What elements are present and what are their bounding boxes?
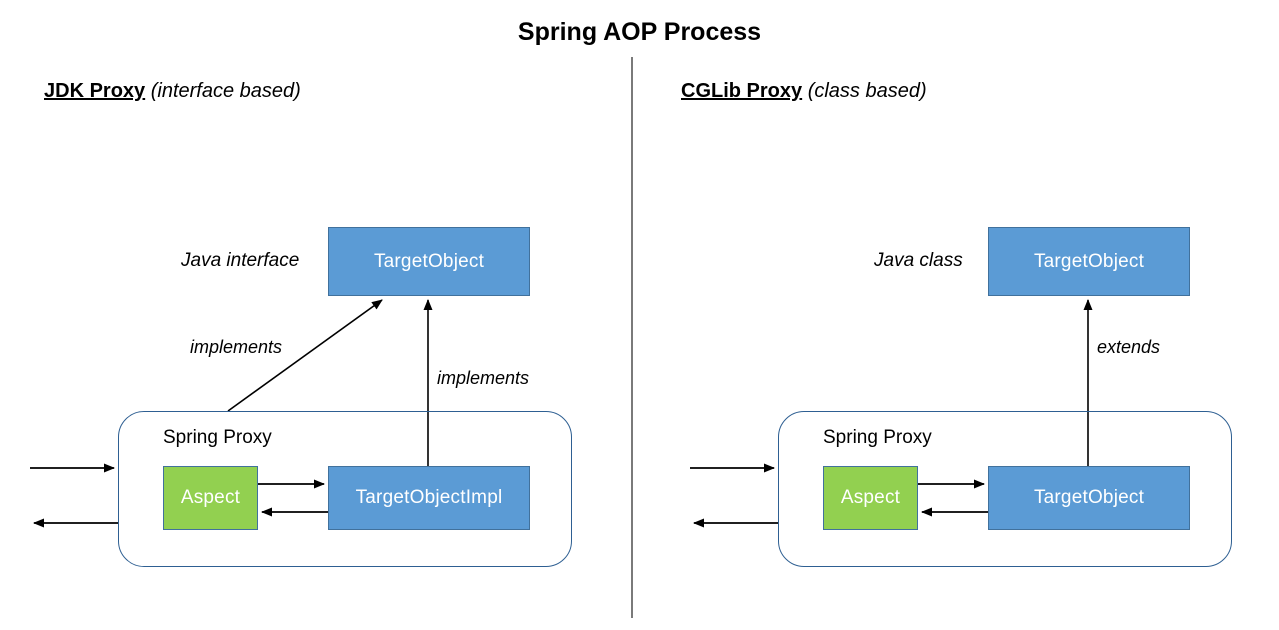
spring-proxy-container-left[interactable] [118, 411, 572, 567]
edge-label-extends: extends [1097, 337, 1161, 357]
spring-proxy-label-left: Spring Proxy [163, 427, 272, 448]
node-target-object-impl-right[interactable]: TargetObject [988, 466, 1190, 530]
spring-proxy-container-right[interactable] [778, 411, 1232, 567]
node-aspect-right[interactable]: Aspect [823, 466, 918, 530]
section-heading-cglib-italic: (class based) [807, 80, 927, 102]
node-target-object-impl-right-label: TargetObject [1033, 487, 1145, 508]
section-heading-jdk: JDK Proxy (interface based) [44, 80, 301, 103]
node-aspect-right-label: Aspect [840, 487, 901, 508]
java-interface-label: Java interface [181, 250, 300, 271]
spring-proxy-label-right: Spring Proxy [823, 427, 932, 448]
node-target-object-impl-left-label: TargetObjectImpl [355, 487, 503, 508]
node-target-object-impl-left[interactable]: TargetObjectImpl [328, 466, 530, 530]
section-heading-cglib-strong: CGLib Proxy [681, 80, 803, 102]
node-target-object-left[interactable]: TargetObject [328, 227, 530, 296]
node-target-object-right-label: TargetObject [1033, 250, 1145, 272]
section-heading-cglib: CGLib Proxy (class based) [681, 80, 927, 103]
section-heading-jdk-italic: (interface based) [150, 80, 301, 102]
edge-label-implements-diagonal: implements [190, 337, 283, 357]
edge-label-implements-vertical: implements [437, 368, 530, 388]
node-aspect-left-label: Aspect [180, 487, 241, 508]
node-target-object-right[interactable]: TargetObject [988, 227, 1190, 296]
node-target-object-left-label: TargetObject [373, 250, 485, 272]
java-class-label: Java class [874, 250, 963, 271]
section-heading-jdk-strong: JDK Proxy [44, 80, 146, 102]
page-title: Spring AOP Process [517, 18, 762, 46]
node-aspect-left[interactable]: Aspect [163, 466, 258, 530]
